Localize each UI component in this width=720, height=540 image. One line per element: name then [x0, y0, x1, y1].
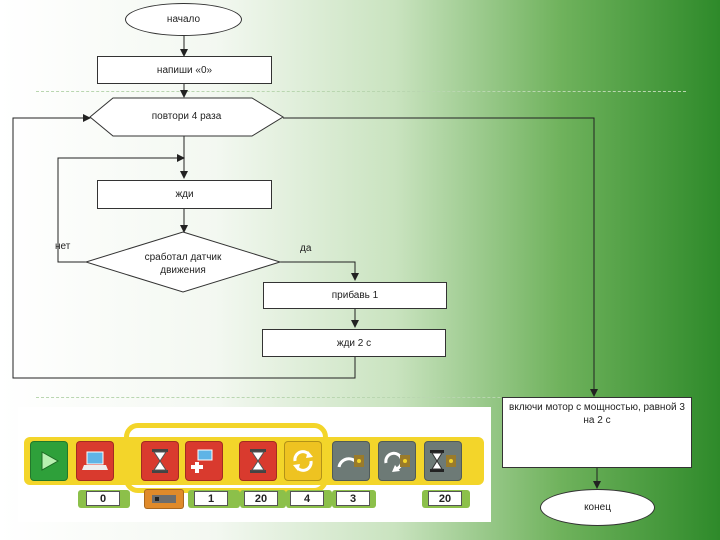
add-one-node: прибавь 1 — [263, 282, 447, 309]
repeat-label: повтори 4 раза — [151, 111, 222, 122]
motor-power-block[interactable] — [332, 441, 370, 481]
no-label: нет — [55, 241, 71, 252]
motor-timer-icon — [430, 450, 456, 472]
hourglass-icon — [250, 449, 266, 473]
motor-time-block[interactable] — [424, 441, 462, 481]
wait-node: жди — [97, 180, 272, 209]
end-label: конец — [584, 502, 611, 513]
motor-label: включи мотор с мощностью, равной 3 на 2 … — [509, 402, 685, 426]
display-block[interactable] — [76, 441, 114, 481]
add-value[interactable]: 1 — [194, 491, 228, 506]
motion-sensor-input[interactable] — [144, 489, 184, 509]
start-node: начало — [125, 3, 242, 36]
write-zero-node: напиши «0» — [97, 56, 272, 84]
write-zero-label: напиши «0» — [156, 64, 213, 76]
motor-icon — [337, 455, 364, 468]
wait-2s-label: жди 2 с — [336, 337, 372, 349]
divider-line — [36, 91, 686, 92]
divider-line — [36, 397, 686, 398]
sensor-icon — [152, 495, 176, 503]
motor-node: включи мотор с мощностью, равной 3 на 2 … — [502, 397, 692, 468]
add-one-label: прибавь 1 — [331, 290, 379, 301]
play-icon — [41, 451, 60, 471]
laptop-plus-icon — [191, 449, 213, 473]
repeat-block[interactable] — [284, 441, 322, 481]
loop-icon — [293, 450, 313, 472]
motor-direction-block[interactable] — [378, 441, 416, 481]
decision-diamond — [84, 231, 282, 293]
end-node: конец — [540, 489, 655, 526]
wait-2s-node: жди 2 с — [262, 329, 446, 357]
display-value[interactable]: 0 — [86, 491, 120, 506]
repeat-value[interactable]: 4 — [290, 491, 324, 506]
laptop-icon — [82, 451, 108, 470]
motor-power-value[interactable]: 3 — [336, 491, 370, 506]
wait-block[interactable] — [141, 441, 179, 481]
yes-label: да — [300, 243, 312, 254]
wait-block-2[interactable] — [239, 441, 277, 481]
add-block[interactable] — [185, 441, 223, 481]
wait-label: жди — [175, 189, 194, 200]
start-block[interactable] — [30, 441, 68, 481]
start-label: начало — [166, 14, 201, 25]
wait-value[interactable]: 20 — [244, 491, 278, 506]
hourglass-icon — [152, 449, 168, 473]
repeat-hexagon — [89, 97, 284, 137]
program-strip: 0 1 20 4 3 20 — [18, 407, 491, 522]
motor-direction-icon — [384, 451, 410, 472]
motor-time-value[interactable]: 20 — [428, 491, 462, 506]
decision-label: сработал датчик движения — [144, 252, 222, 276]
